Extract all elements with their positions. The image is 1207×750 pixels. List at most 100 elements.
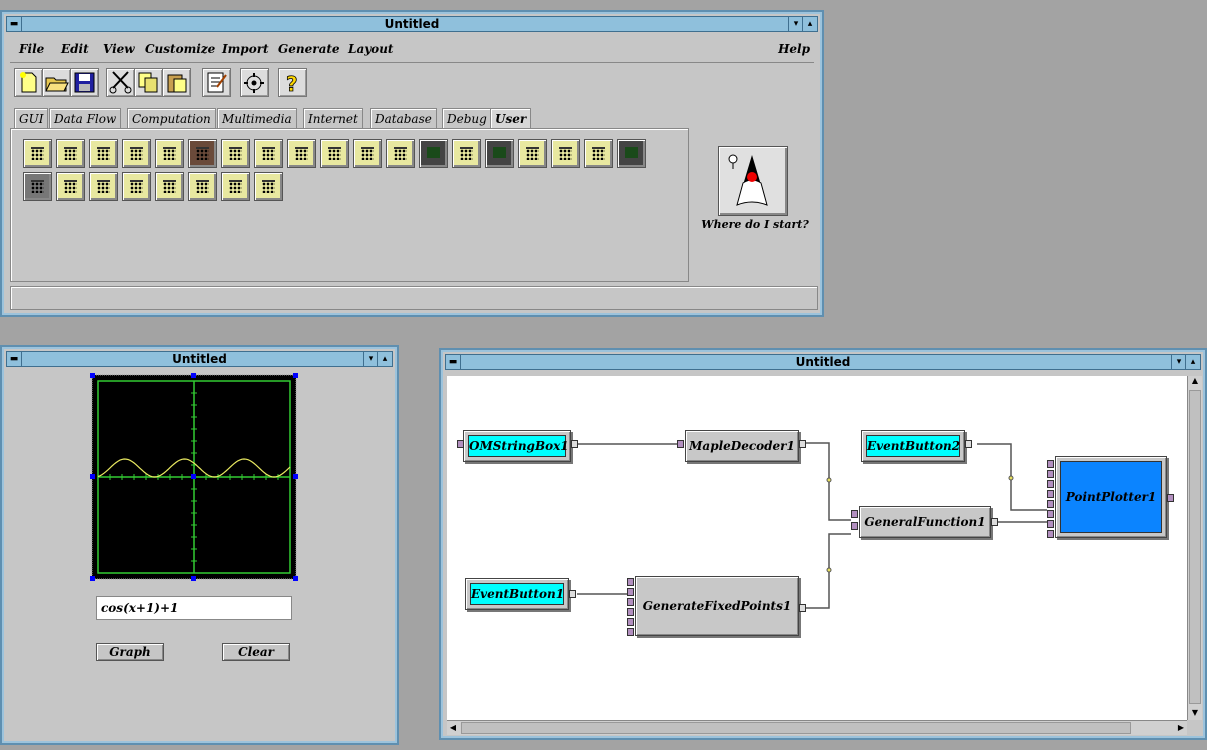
window-menu-button[interactable]: ▬ (7, 352, 22, 366)
output-port[interactable] (799, 440, 806, 448)
help-icon[interactable]: ? (278, 68, 307, 97)
output-port[interactable] (571, 440, 578, 448)
menu-import[interactable]: Import (222, 42, 269, 56)
palette-component-icon[interactable] (353, 139, 382, 168)
plot-canvas[interactable] (90, 373, 298, 581)
palette-component-icon[interactable] (56, 172, 85, 201)
input-port[interactable] (1047, 510, 1054, 518)
generate-fixed-points-node[interactable]: GenerateFixedPoints1 (635, 576, 799, 636)
maple-decoder-node[interactable]: MapleDecoder1 (685, 430, 799, 462)
palette-component-icon[interactable] (23, 139, 52, 168)
palette-component-icon[interactable] (89, 172, 118, 201)
palette-component-icon[interactable] (122, 139, 151, 168)
maximize-button[interactable]: ▴ (1185, 355, 1200, 369)
output-port[interactable] (799, 604, 806, 612)
palette-plot-icon[interactable] (485, 139, 514, 168)
palette-image-icon[interactable] (188, 139, 217, 168)
main-titlebar[interactable]: ▬ Untitled ▾ ▴ (6, 16, 818, 32)
save-icon[interactable] (70, 68, 99, 97)
expression-input[interactable]: cos(x+1)+1 (96, 596, 292, 620)
input-port[interactable] (1047, 520, 1054, 528)
graph-titlebar[interactable]: ▬ Untitled ▾ ▴ (6, 351, 393, 367)
duke-start-button[interactable] (718, 146, 788, 216)
input-port[interactable] (1047, 530, 1054, 538)
tab-database[interactable]: Database (370, 108, 437, 129)
palette-component-icon[interactable] (188, 172, 217, 201)
maximize-button[interactable]: ▴ (802, 17, 817, 31)
palette-component-icon[interactable] (89, 139, 118, 168)
eventbutton2-node[interactable]: EventButton2 (861, 430, 965, 462)
menu-layout[interactable]: Layout (348, 42, 394, 56)
input-port[interactable] (1047, 470, 1054, 478)
palette-component-icon[interactable] (155, 172, 184, 201)
input-port[interactable] (627, 598, 634, 606)
scroll-down-icon[interactable]: ▼ (1191, 708, 1199, 717)
input-port[interactable] (627, 588, 634, 596)
palette-bug-icon[interactable] (23, 172, 52, 201)
settings-icon[interactable] (240, 68, 269, 97)
scroll-up-icon[interactable]: ▲ (1191, 376, 1199, 385)
copy-icon[interactable] (134, 68, 163, 97)
tab-debug[interactable]: Debug (442, 108, 492, 129)
output-port[interactable] (991, 518, 998, 526)
palette-component-icon[interactable] (122, 172, 151, 201)
input-port[interactable] (1047, 480, 1054, 488)
input-port[interactable] (851, 510, 858, 518)
palette-component-icon[interactable] (452, 139, 481, 168)
tab-gui[interactable]: GUI (14, 108, 49, 129)
flow-canvas[interactable]: OMStringBox1 MapleDecoder1 EventButton2 … (447, 376, 1187, 720)
eventbutton1-node[interactable]: EventButton1 (465, 578, 569, 610)
output-port[interactable] (1167, 494, 1174, 502)
input-port[interactable] (627, 628, 634, 636)
edit-icon[interactable] (202, 68, 231, 97)
horizontal-scroll-thumb[interactable] (461, 722, 1131, 734)
tab-user[interactable]: User (490, 108, 532, 129)
input-port[interactable] (1047, 490, 1054, 498)
minimize-button[interactable]: ▾ (788, 17, 803, 31)
graph-button[interactable]: Graph (96, 643, 164, 661)
palette-component-icon[interactable] (320, 139, 349, 168)
menu-help[interactable]: Help (778, 42, 810, 56)
vertical-scrollbar[interactable]: ▲ ▼ (1187, 376, 1202, 720)
palette-component-icon[interactable] (155, 139, 184, 168)
vertical-scroll-thumb[interactable] (1189, 390, 1201, 704)
tab-internet[interactable]: Internet (303, 108, 363, 129)
output-port[interactable] (569, 590, 576, 598)
palette-component-icon[interactable] (221, 139, 250, 168)
menu-generate[interactable]: Generate (278, 42, 340, 56)
palette-component-icon[interactable] (518, 139, 547, 168)
open-folder-icon[interactable] (42, 68, 71, 97)
menu-file[interactable]: File (19, 42, 45, 56)
palette-component-icon[interactable] (551, 139, 580, 168)
paste-icon[interactable] (162, 68, 191, 97)
palette-component-icon[interactable] (254, 172, 283, 201)
general-function-node[interactable]: GeneralFunction1 (859, 506, 991, 538)
new-file-icon[interactable] (14, 68, 43, 97)
tab-computation[interactable]: Computation (127, 108, 216, 129)
flow-titlebar[interactable]: ▬ Untitled ▾ ▴ (445, 354, 1201, 370)
omstringbox-node[interactable]: OMStringBox1 (463, 430, 571, 462)
input-port[interactable] (457, 440, 464, 448)
input-port[interactable] (1047, 500, 1054, 508)
input-port[interactable] (1047, 460, 1054, 468)
scroll-right-icon[interactable]: ▶ (1177, 723, 1185, 732)
palette-function-icon[interactable] (419, 139, 448, 168)
minimize-button[interactable]: ▾ (363, 352, 378, 366)
clear-button[interactable]: Clear (222, 643, 290, 661)
palette-component-icon[interactable] (221, 172, 250, 201)
tab-data-flow[interactable]: Data Flow (49, 108, 122, 129)
palette-component-icon[interactable] (287, 139, 316, 168)
horizontal-scrollbar[interactable]: ◀ ▶ (447, 720, 1187, 735)
maximize-button[interactable]: ▴ (377, 352, 392, 366)
palette-component-icon[interactable] (56, 139, 85, 168)
menu-edit[interactable]: Edit (61, 42, 89, 56)
palette-component-icon[interactable] (386, 139, 415, 168)
scroll-left-icon[interactable]: ◀ (449, 723, 457, 732)
palette-component-icon[interactable] (584, 139, 613, 168)
palette-monitor-icon[interactable] (617, 139, 646, 168)
menu-customize[interactable]: Customize (145, 42, 216, 56)
palette-component-icon[interactable] (254, 139, 283, 168)
input-port[interactable] (677, 440, 684, 448)
menu-view[interactable]: View (103, 42, 135, 56)
input-port[interactable] (627, 608, 634, 616)
